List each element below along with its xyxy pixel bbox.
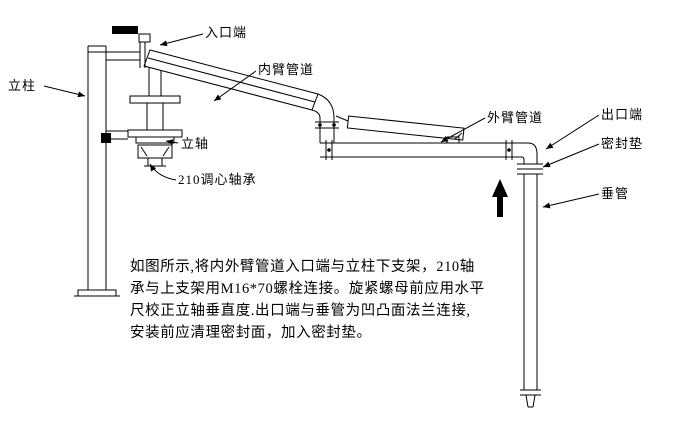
label-outer-arm-pipe: 外臂管道 bbox=[487, 110, 544, 125]
outer-arm-drawing bbox=[320, 140, 528, 160]
drop-pipe-drawing bbox=[517, 142, 543, 408]
label-drop-pipe: 垂管 bbox=[601, 186, 630, 201]
label-column: 立柱 bbox=[8, 78, 37, 93]
balance-cylinder bbox=[335, 115, 465, 144]
installation-note: 如图所示,将内外臂管道入口端与立柱下支架，210轴 承与上支架用M16*70螺栓… bbox=[130, 256, 485, 344]
leader-lines bbox=[43, 33, 600, 209]
shaft-assembly bbox=[106, 68, 183, 167]
swivel-joint bbox=[311, 93, 339, 143]
inlet-assembly bbox=[106, 33, 151, 68]
inner-arm-drawing bbox=[143, 49, 319, 111]
label-seal-gasket: 密封垫 bbox=[601, 136, 644, 151]
note-line: 尺校正立轴垂直度.出口端与垂管为凹凸面法兰连接, bbox=[130, 303, 471, 319]
label-vertical-shaft: 立轴 bbox=[181, 136, 210, 151]
label-inlet-end: 入口端 bbox=[205, 25, 248, 40]
up-arrow-icon bbox=[492, 179, 508, 217]
note-line: 安装前应清理密封面，加入密封垫。 bbox=[130, 325, 372, 341]
label-bearing: 210调心轴承 bbox=[178, 172, 257, 187]
column-drawing bbox=[74, 26, 138, 297]
label-outlet-end: 出口端 bbox=[601, 107, 644, 122]
note-line: 承与上支架用M16*70螺栓连接。旋紧螺母前应用水平 bbox=[130, 281, 485, 297]
label-inner-arm-pipe: 内臂管道 bbox=[258, 62, 315, 77]
note-line: 如图所示,将内外臂管道入口端与立柱下支架，210轴 bbox=[130, 259, 475, 275]
